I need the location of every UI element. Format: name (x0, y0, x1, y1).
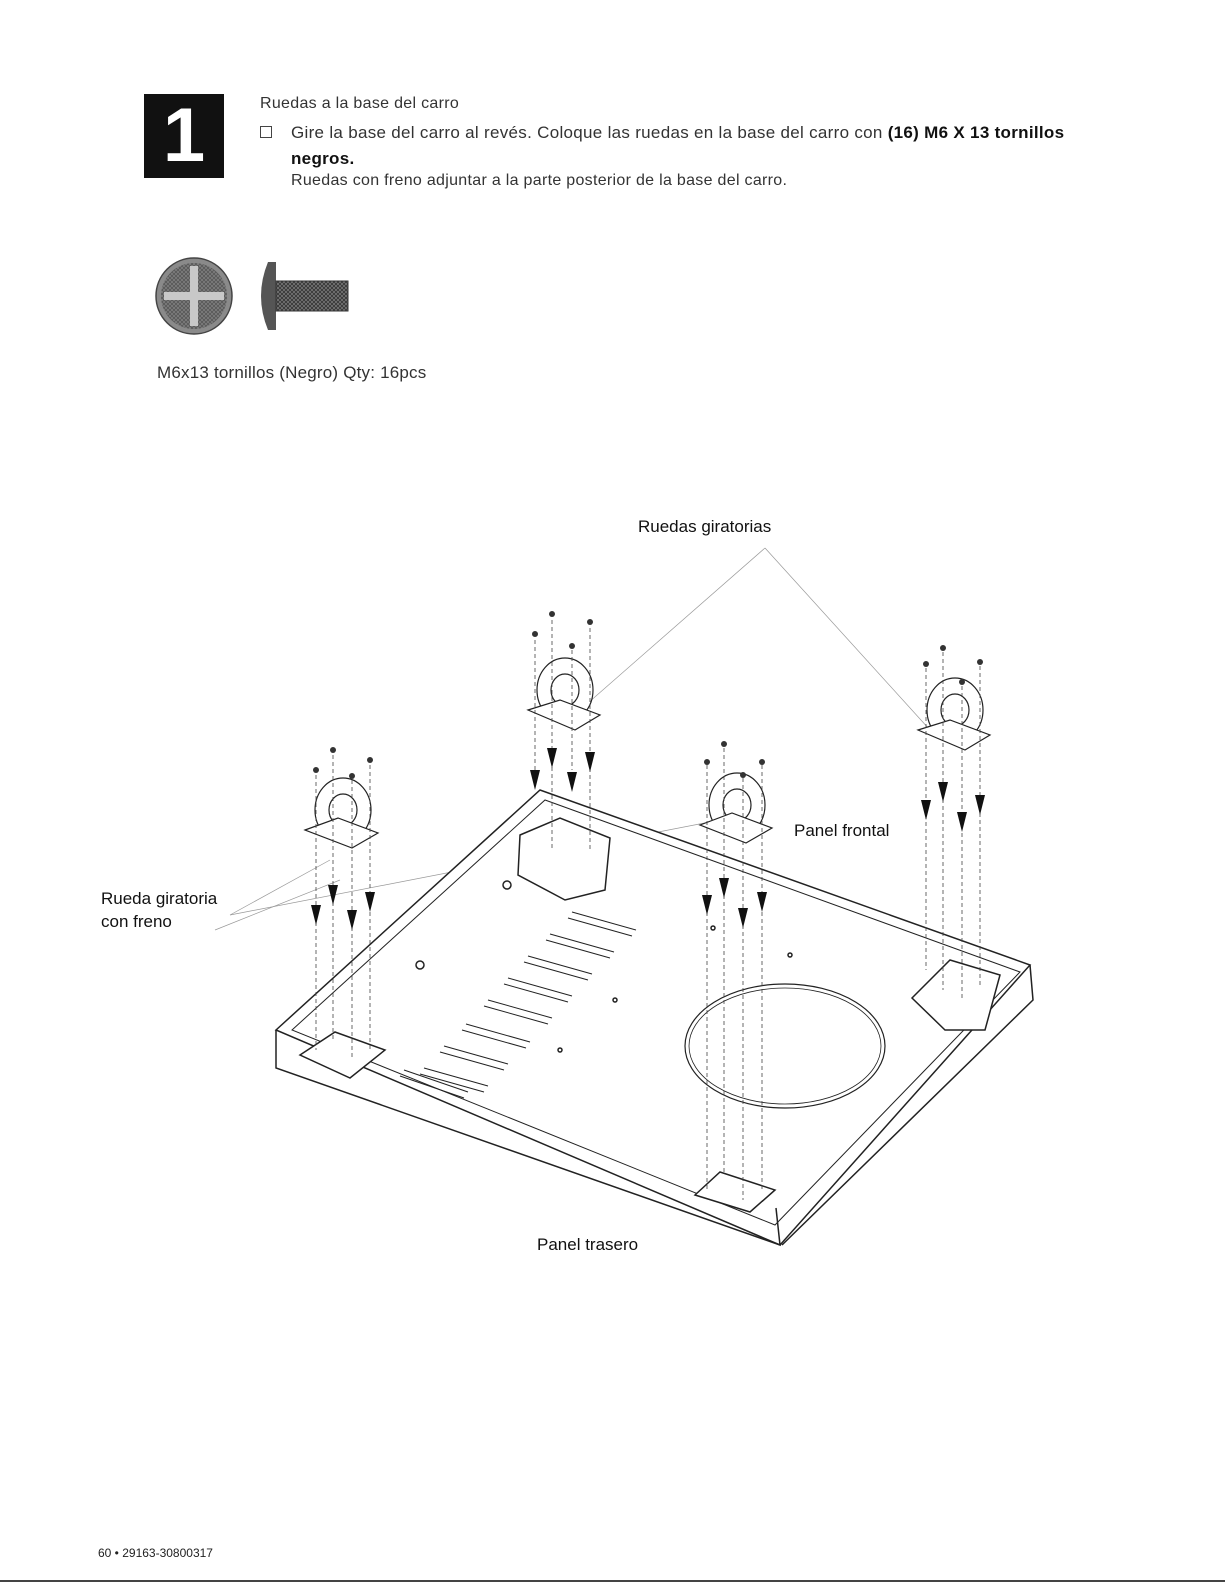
label-rear-panel: Panel trasero (537, 1235, 639, 1254)
hardware-caption: M6x13 tornillos (Negro) Qty: 16pcs (157, 363, 427, 382)
label-brake-caster-line1: Rueda giratoria (101, 889, 218, 908)
screw-head-icon (155, 257, 233, 335)
arrow-icons (311, 748, 985, 930)
caster-brake-left (303, 777, 380, 849)
cart-base (274, 789, 1034, 1247)
step-title: Ruedas a la base del carro (260, 95, 460, 112)
checkbox-icon (260, 126, 272, 138)
caster-brake-right (698, 772, 774, 844)
screw-small-icons (313, 611, 983, 779)
page-footer: 60 • 29163-30800317 (98, 1546, 213, 1560)
label-swivel-casters: Ruedas giratorias (638, 517, 772, 536)
caster-front-left (526, 657, 602, 731)
instruction-bold: (16) M6 X 13 tornillos negros. (291, 123, 1065, 168)
step-instruction: Gire la base del carro al revés. Coloque… (291, 120, 1071, 172)
label-front-panel: Panel frontal (794, 821, 890, 840)
label-brake-caster-line2: con freno (101, 912, 172, 931)
screw-side-icon (261, 262, 349, 330)
step-number-box: 1 (144, 94, 224, 178)
bottom-divider (0, 1580, 1225, 1582)
step-note: Ruedas con freno adjuntar a la parte pos… (291, 172, 788, 189)
instruction-text: Gire la base del carro al revés. Coloque… (291, 123, 888, 142)
caster-front-right (916, 677, 992, 751)
